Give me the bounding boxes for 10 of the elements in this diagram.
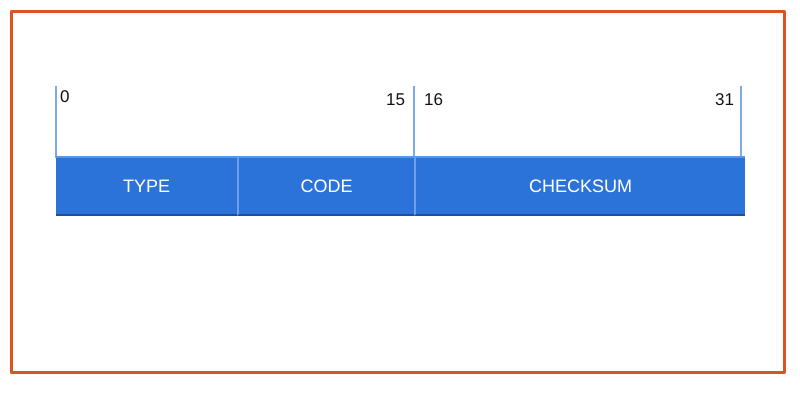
field-box — [237, 156, 414, 216]
field-name: TYPE — [122, 176, 170, 196]
bit-number: 16 — [424, 90, 443, 110]
field-name: CHECKSUM — [528, 176, 632, 196]
field-box — [56, 156, 237, 216]
bit-number: 31 — [715, 90, 734, 110]
field-box — [414, 156, 745, 216]
bit-number: 15 — [386, 90, 405, 110]
field-name: CODE — [300, 176, 352, 196]
bit-number: 0 — [60, 87, 70, 107]
